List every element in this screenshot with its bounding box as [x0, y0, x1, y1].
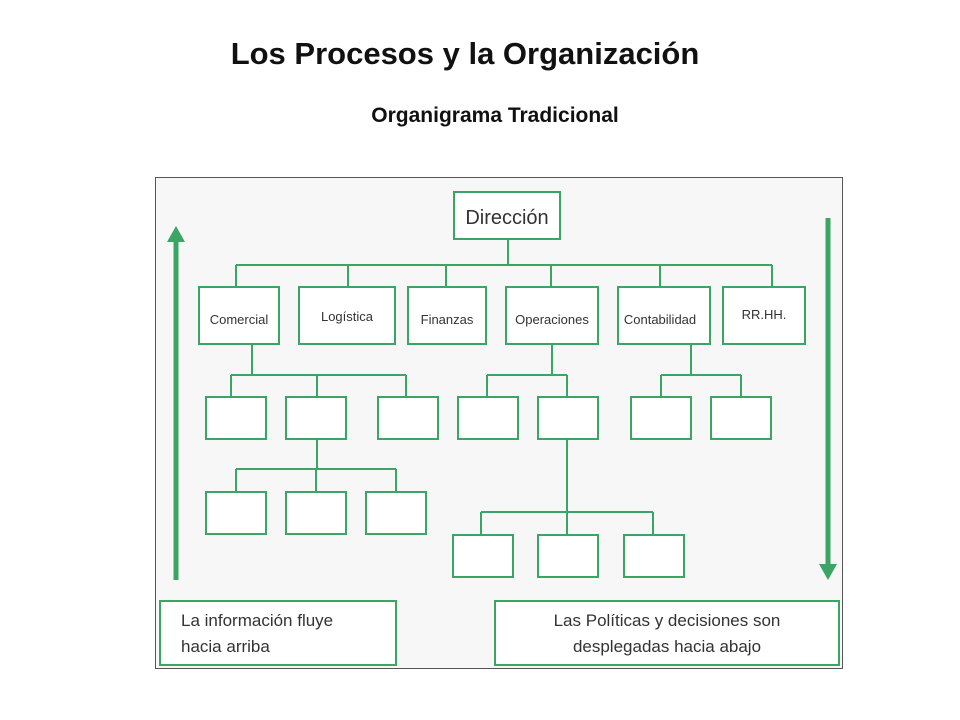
label-direccion: Dirección — [465, 207, 548, 229]
box-empty — [205, 396, 267, 440]
note-line: Las Políticas y decisiones son — [553, 611, 781, 630]
label-department: Operaciones — [515, 312, 589, 327]
box-empty — [285, 396, 347, 440]
box-comercial — [198, 286, 280, 345]
arrow-down-icon — [819, 564, 837, 580]
box-empty — [457, 396, 519, 440]
box-empty — [537, 396, 599, 440]
box-empty — [365, 491, 427, 535]
box-operaciones — [505, 286, 599, 345]
box-rrhh — [722, 286, 806, 345]
box-empty — [285, 491, 347, 535]
label-department: Comercial — [210, 312, 269, 327]
box-empty — [630, 396, 692, 440]
box-empty — [377, 396, 439, 440]
note-line: La información fluye — [181, 611, 334, 630]
label-department: Finanzas — [421, 312, 474, 327]
box-empty — [205, 491, 267, 535]
box-direccion — [453, 191, 561, 240]
arrow-up-icon — [167, 226, 185, 242]
box-contabilidad — [617, 286, 711, 345]
note-policies-down: Las Políticas y decisiones son desplegad… — [494, 600, 840, 666]
box-empty — [710, 396, 772, 440]
note-information-up: La información fluye hacia arriba — [159, 600, 397, 666]
box-empty — [452, 534, 514, 578]
org-chart-panel: Dirección Comercial Logística Finanzas O… — [155, 177, 843, 669]
note-line: hacia arriba — [181, 637, 270, 656]
box-logistica — [298, 286, 396, 345]
slide-title: Los Procesos y la Organización — [230, 36, 700, 71]
slide-subtitle: Organigrama Tradicional — [371, 104, 619, 127]
note-line: desplegadas hacia abajo — [572, 637, 762, 656]
box-empty — [537, 534, 599, 578]
label-department: Contabilidad — [624, 312, 696, 327]
org-chart-diagram: Dirección Comercial Logística Finanzas O… — [167, 191, 837, 580]
box-empty — [623, 534, 685, 578]
label-department: RR.HH. — [742, 307, 787, 322]
label-department: Logística — [321, 309, 374, 324]
box-finanzas — [407, 286, 487, 345]
